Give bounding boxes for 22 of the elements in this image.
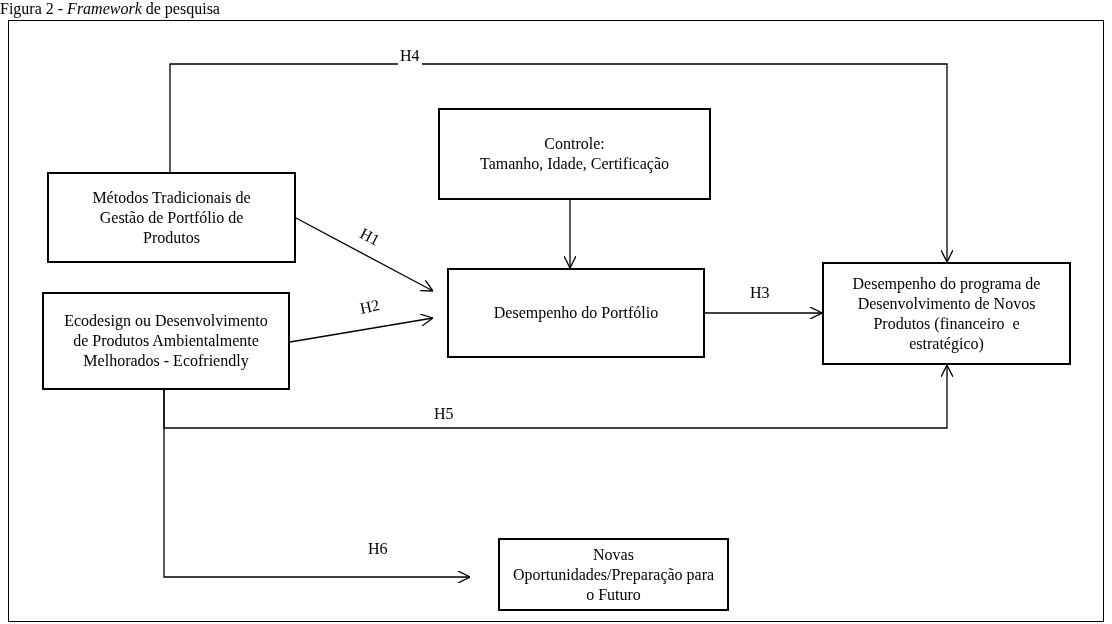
- concept-box: [822, 262, 1071, 365]
- arrow: [163, 364, 954, 429]
- box-text: Tamanho, Idade, Certificação: [480, 154, 669, 174]
- concept-box: [438, 108, 711, 200]
- box-text: Ecodesign ou Desenvolvimento de Produtos Ambientalmente Melhorados - Ecofriendly: [63, 311, 269, 371]
- edge-label: H4: [398, 47, 422, 65]
- arrow: [704, 306, 823, 320]
- arrow: [295, 217, 434, 292]
- concept-box: [42, 292, 290, 390]
- figure-title: Figura 2 - Framework de pesquisa: [0, 0, 220, 18]
- arrow: [289, 313, 434, 343]
- box-text: Controle:: [544, 134, 605, 154]
- arrow: [169, 63, 954, 263]
- box-text: Desempenho do Portfólio: [493, 303, 659, 323]
- box-text: Novas Oportunidades/Preparação para o Futuro: [511, 544, 716, 605]
- box-text: Métodos Tradicionais de Gestão de Portfólio de Produtos: [91, 187, 252, 248]
- arrow: [563, 199, 577, 269]
- concept-box: [498, 538, 729, 611]
- concept-box: [47, 172, 296, 263]
- box-text: Desempenho do programa de Desenvolvimento de Novos Produtos (financeiro e estratégico): [851, 273, 1042, 354]
- arrow: [163, 389, 471, 584]
- concept-box: [447, 268, 705, 358]
